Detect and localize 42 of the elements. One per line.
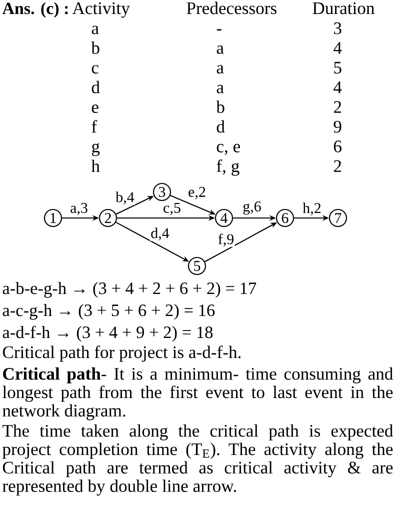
paragraph: The time taken along the critical path is expected project completion time (T$_{E}$). The activity along the Critical path are termed as critical activity & are represented by double line arrow. <box>2 424 394 496</box>
table-cell: f, g <box>216 160 240 176</box>
table-cell: 2 <box>334 101 342 113</box>
table-cell: 9 <box>334 120 342 133</box>
table-cell: 2 <box>334 160 342 172</box>
table-cell: f <box>92 120 98 132</box>
table-cell: 4 <box>334 42 342 54</box>
table-cell: a <box>216 84 224 94</box>
table-cell: 6 <box>334 140 342 152</box>
table-cell: d <box>92 80 100 94</box>
table-cell: 4 <box>334 82 342 94</box>
table-cell: e <box>92 104 98 113</box>
column-header: Activity <box>72 2 130 18</box>
edge-label: e,2 <box>187 186 207 200</box>
table-cell: b <box>216 100 224 113</box>
edge-label: c,5 <box>162 202 182 216</box>
edge-label: d,4 <box>150 227 170 241</box>
path-calculation: a-d-f-h → (3 + 4 + 9 + 2) = 18 <box>2 326 213 342</box>
edge-label: g,6 <box>242 200 262 216</box>
table-cell: a <box>216 45 224 54</box>
table-cell: a <box>216 65 224 74</box>
table-cell: 5 <box>334 62 342 74</box>
table-cell: b <box>91 42 100 54</box>
edge-label: b,4 <box>115 191 135 205</box>
edge-label: a,3 <box>69 202 89 216</box>
edge-label: h,2 <box>302 202 322 216</box>
answer-label: Ans. (c) : <box>2 2 68 18</box>
table-cell: - <box>216 29 222 31</box>
edge-label: f,9 <box>217 232 235 248</box>
conclusion-text: Critical path for project is a-d-f-h. <box>2 346 241 362</box>
table-cell: g <box>92 143 100 156</box>
path-calculation: a-c-g-h → (3 + 5 + 6 + 2) = 16 <box>2 304 215 320</box>
table-cell: c, e <box>216 144 240 155</box>
column-header: Predecessors <box>186 2 276 14</box>
table-cell: a <box>92 26 99 34</box>
table-cell: h <box>91 160 100 172</box>
column-header: Duration <box>312 2 374 14</box>
table-cell: c <box>92 65 98 74</box>
path-calculation: a-b-e-g-h → (3 + 4 + 2 + 6 + 2) = 17 <box>2 282 256 298</box>
paragraph: Critical path- It is a minimum- time consuming and longest path from the first event to last event in the network diagram. <box>2 367 393 420</box>
table-cell: 3 <box>334 22 342 34</box>
table-cell: d <box>216 120 225 133</box>
